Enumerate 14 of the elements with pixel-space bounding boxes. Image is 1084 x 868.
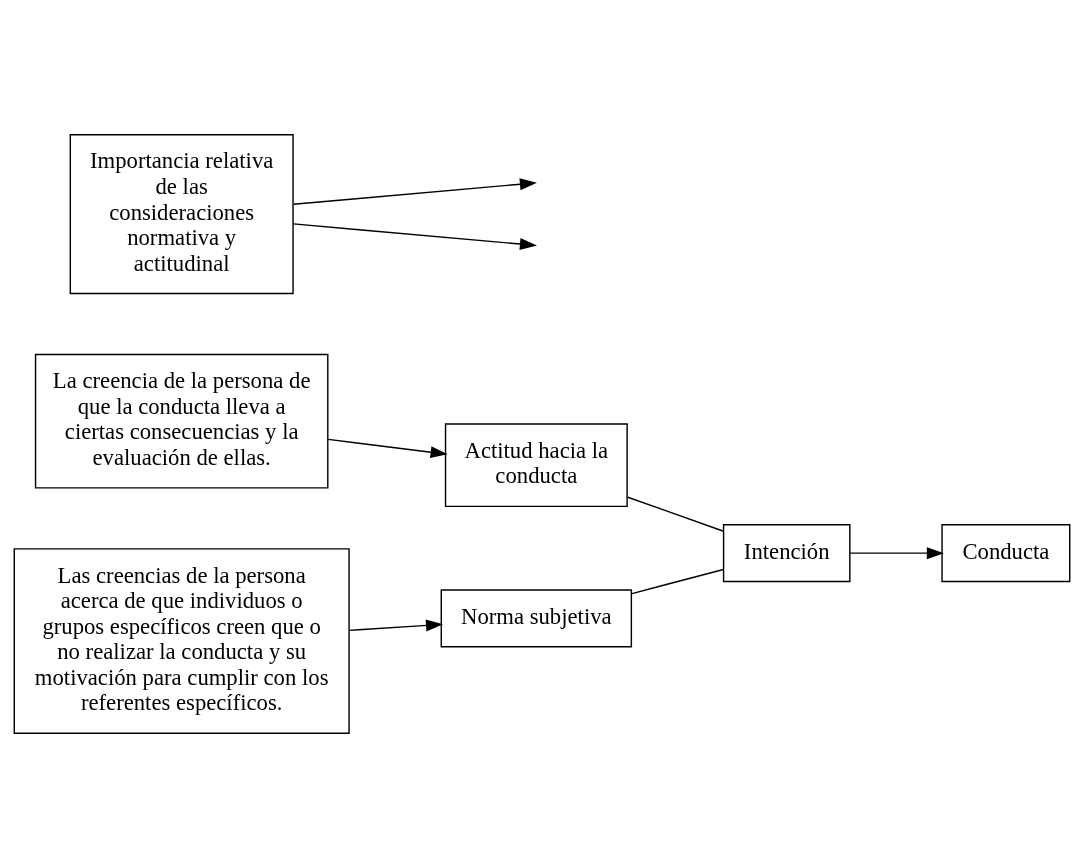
node-box: Intención (722, 524, 851, 583)
arrow (327, 438, 448, 459)
node-box: Conducta (941, 524, 1071, 583)
node-box: Las creencias de la persona acerca de que individuos o grupos específicos creen que o no realizar la conducta y su motivación para cumplir con los referentes específicos. (13, 548, 350, 735)
arrow (348, 619, 444, 632)
arrow (849, 547, 944, 560)
connector (627, 496, 725, 532)
arrow (292, 178, 537, 206)
node-box: Norma subjetiva (440, 589, 633, 648)
node-box: Actitud hacia la conducta (444, 423, 628, 508)
arrow (292, 223, 537, 250)
node-box: La creencia de la persona de que la conducta lleva a ciertas consecuencias y la evaluación de ellas. (34, 353, 329, 489)
connector (631, 568, 725, 595)
node-box: Importancia relativa de las consideraciones normativa y actitudinal (69, 133, 294, 295)
